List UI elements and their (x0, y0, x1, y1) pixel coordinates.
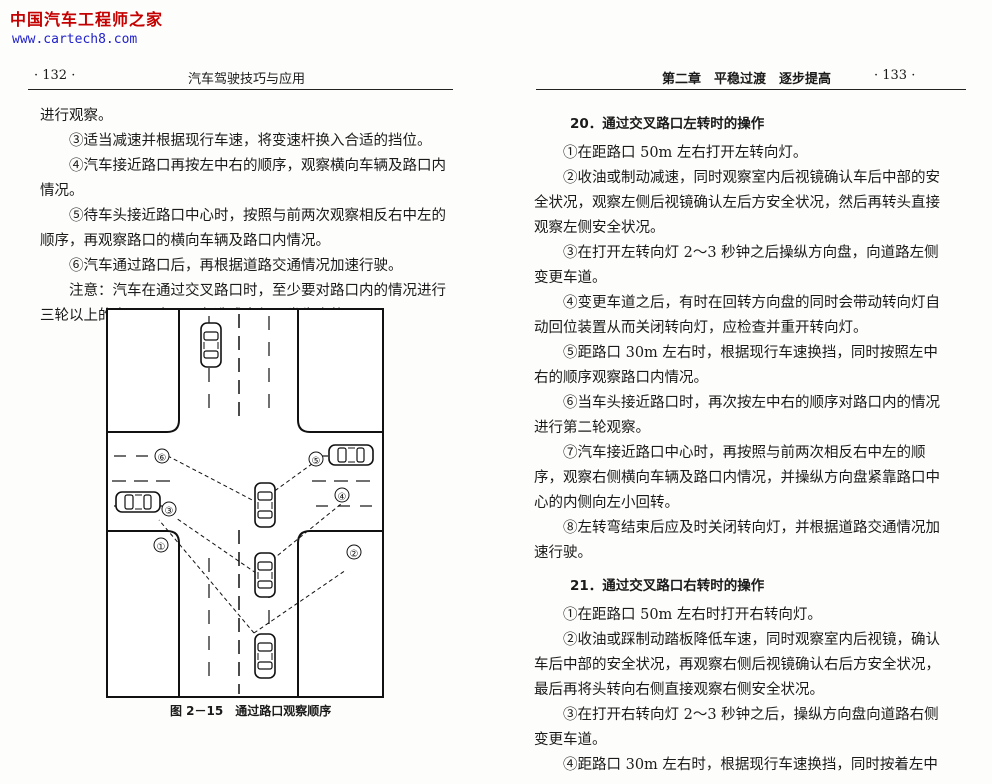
car-position-3 (254, 482, 276, 528)
marker-6: ⑥ (158, 453, 167, 464)
marker-5: ⑤ (312, 456, 321, 467)
car-right-side (328, 444, 374, 466)
left-page-header-title: 汽车驾驶技巧与应用 (188, 72, 306, 87)
left-line: 顺序，再观察路口的横向车辆及路口内情况。 (40, 233, 330, 249)
section-20-title: 20．通过交叉路口左转时的操作 (570, 116, 765, 132)
section-20-line: ⑦汽车接近路口中心时，再按照与前两次相反右中左的顺 (534, 445, 926, 461)
car-oncoming (200, 322, 222, 368)
car-position-1 (254, 633, 276, 679)
car-left-side (115, 491, 161, 513)
watermark-url: www.cartech8.com (12, 32, 138, 47)
left-page-header: · 132 · 汽车驾驶技巧与应用 (0, 68, 470, 88)
right-page-header: 第二章 平稳过渡 逐步提高 · 133 · (522, 68, 992, 88)
observation-markers: ① ② ③ ④ ⑤ ⑥ (153, 448, 362, 560)
section-20-line: ⑥当车头接近路口时，再次按左中右的顺序对路口内的情况 (534, 395, 940, 411)
section-20-line: 观察左侧安全状况。 (534, 220, 665, 236)
section-20-line: 心的内侧向左小回转。 (534, 495, 679, 511)
section-21-line: 变更车道。 (534, 732, 607, 748)
right-page-header-title: 第二章 平稳过渡 逐步提高 (662, 72, 832, 87)
section-20-line: ②收油或制动减速，同时观察室内后视镜确认车后中部的安 (534, 170, 940, 186)
section-21-line: 车后中部的安全状况，再观察右侧后视镜确认右后方安全状况， (534, 657, 940, 673)
section-20-line: ④变更车道之后，有时在回转方向盘的同时会带动转向灯自 (534, 295, 940, 311)
section-21-line: ①在距路口 50m 左右时打开右转向灯。 (534, 607, 822, 623)
section-20-line: ①在距路口 50m 左右打开左转向灯。 (534, 145, 808, 161)
section-20-line: ⑤距路口 30m 左右时，根据现行车速换挡，同时按照左中 (534, 345, 938, 361)
left-line: 注意：汽车在通过交叉路口时，至少要对路口内的情况进行 (40, 283, 446, 299)
marker-1: ① (157, 542, 166, 553)
left-line: 进行观察。 (40, 108, 113, 124)
figure-caption: 图 2－15 通过路口观察顺序 (170, 704, 332, 718)
figure-frame (106, 308, 384, 698)
section-21-title: 21．通过交叉路口右转时的操作 (570, 578, 765, 594)
left-line: ③适当减速并根据现行车速，将变速杆换入合适的挡位。 (40, 133, 432, 149)
section-20-line: ⑧左转弯结束后应及时关闭转向灯，并根据道路交通情况加 (534, 520, 940, 536)
right-header-rule (536, 89, 966, 90)
left-line: ⑤待车头接近路口中心时，按照与前两次观察相反右中左的 (40, 208, 446, 224)
left-page-number: · 132 · (34, 68, 76, 83)
section-20-line: 右的顺序观察路口内情况。 (534, 370, 708, 386)
left-line: ⑥汽车通过路口后，再根据道路交通情况加速行驶。 (40, 258, 403, 274)
marker-4: ④ (338, 492, 347, 503)
section-20-line: 全状况，观察左侧后视镜确认左后方安全状况，然后再转头直接 (534, 195, 940, 211)
observation-lines (158, 454, 347, 634)
car-position-2 (254, 552, 276, 598)
section-20-line: 进行第二轮观察。 (534, 420, 650, 436)
left-line: ④汽车接近路口再按左中右的顺序，观察横向车辆及路口内 (40, 158, 446, 174)
left-header-rule (28, 89, 453, 90)
section-21-line: ②收油或踩制动踏板降低车速，同时观察室内后视镜，确认 (534, 632, 940, 648)
section-21-line: 最后再将头转向右侧直接观察右侧安全状况。 (534, 682, 824, 698)
section-21-line: ④距路口 30m 左右时，根据现行车速换挡，同时按着左中 (534, 757, 938, 773)
marker-3: ③ (165, 506, 174, 517)
section-21-line: ③在打开右转向灯 2～3 秒钟之后，操纵方向盘向道路右侧 (534, 707, 939, 723)
right-page-number: · 133 · (874, 68, 916, 83)
left-line: 情况。 (40, 183, 84, 199)
section-20-line: 变更车道。 (534, 270, 607, 286)
section-20-line: 动回位装置从而关闭转向灯，应检查并重开转向灯。 (534, 320, 868, 336)
section-20-line: ③在打开左转向灯 2～3 秒钟之后操纵方向盘，向道路左侧 (534, 245, 939, 261)
section-20-line: 速行驶。 (534, 545, 592, 561)
marker-2: ② (350, 549, 359, 560)
section-20-line: 序，观察右侧横向车辆及路口内情况，并操纵方向盘紧靠路口中 (534, 470, 940, 486)
intersection-diagram: ① ② ③ ④ ⑤ ⑥ (106, 308, 384, 698)
watermark-title: 中国汽车工程师之家 (10, 10, 164, 29)
